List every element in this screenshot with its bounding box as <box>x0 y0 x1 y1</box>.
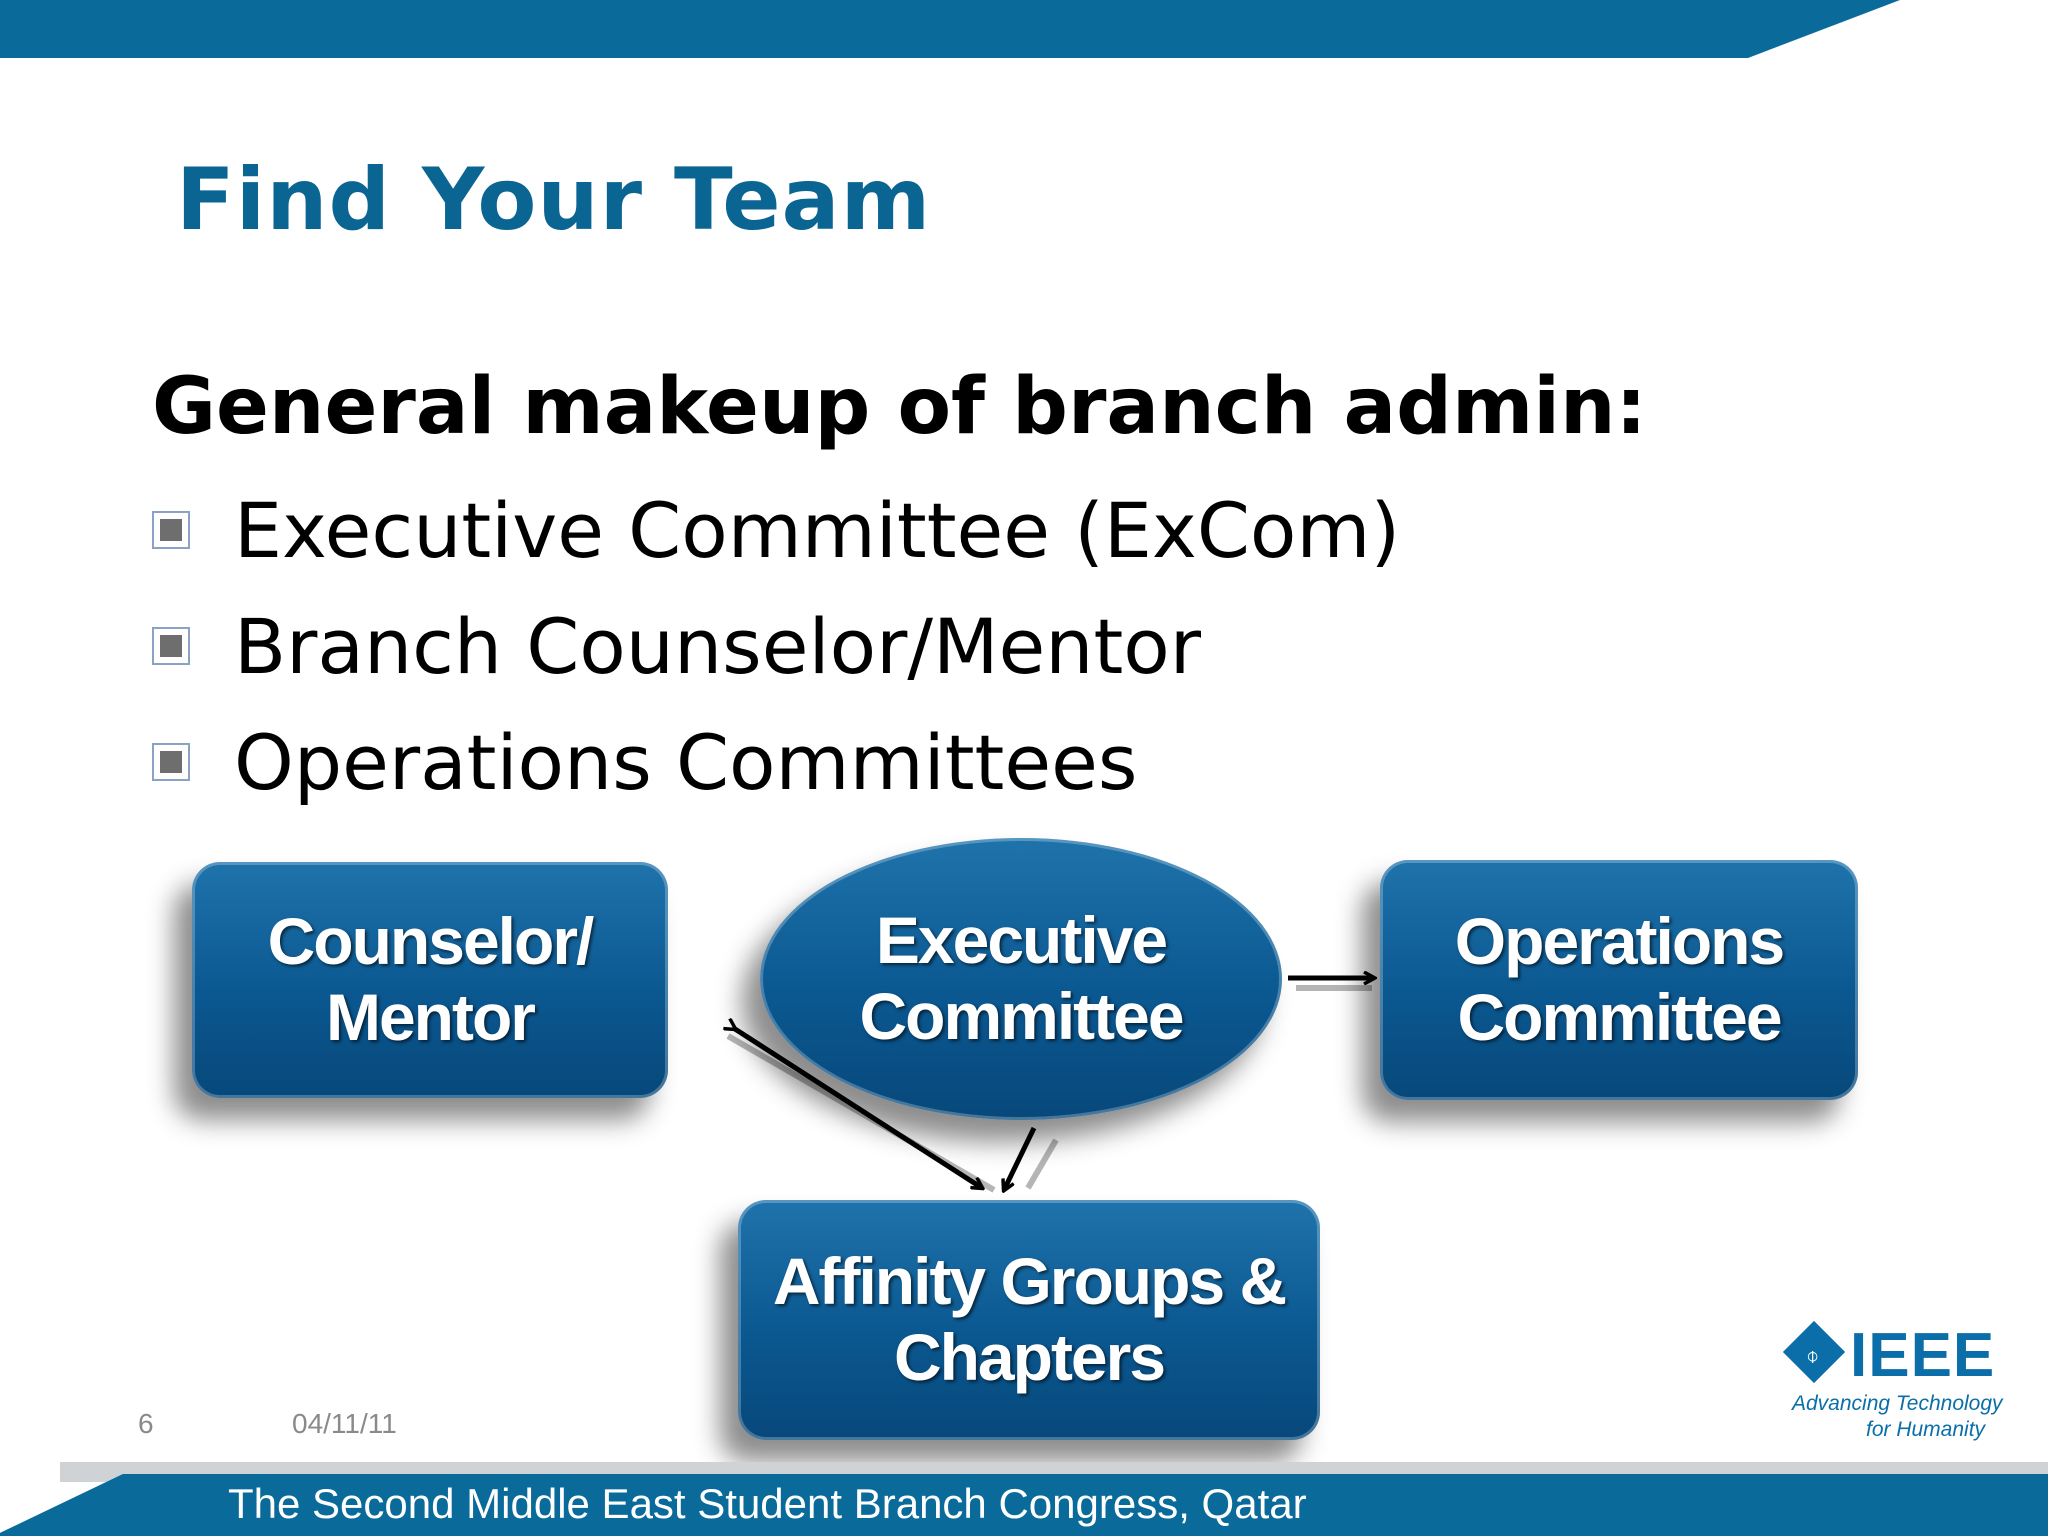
slide-date: 04/11/11 <box>292 1408 397 1439</box>
bullet-item: Branch Counselor/Mentor <box>152 588 1400 704</box>
footer-text: The Second Middle East Student Branch Co… <box>228 1480 1307 1527</box>
bullet-text: Branch Counselor/Mentor <box>234 601 1201 691</box>
square-bullet-icon <box>152 743 190 781</box>
node-label-line: Committee <box>859 979 1184 1053</box>
node-label-line: Mentor <box>326 980 536 1054</box>
arrow-executive-affinity <box>1004 1126 1037 1190</box>
ieee-logo: ⌽ IEEE Advancing Technology for Humanity <box>1782 1320 2006 1444</box>
bullet-text: Operations Committees <box>234 717 1138 807</box>
bullet-item: Executive Committee (ExCom) <box>152 472 1400 588</box>
ieee-kite-icon: ⌽ <box>1806 1344 1820 1369</box>
bullet-text: Executive Committee (ExCom) <box>234 485 1401 575</box>
node-label-line: Operations <box>1454 904 1785 979</box>
slide-subtitle: General makeup of branch admin: <box>152 362 1647 452</box>
bullet-list: Executive Committee (ExCom) Branch Couns… <box>152 472 1400 820</box>
node-label-line: Counselor/ <box>267 904 595 979</box>
slide-number: 6 <box>138 1408 154 1439</box>
logo-tagline: for Humanity <box>1866 1418 1986 1441</box>
node-label-line: Committee <box>1457 980 1782 1054</box>
footer-banner <box>0 1474 2048 1536</box>
node-affinity-groups: Affinity Groups & Chapters <box>738 1200 1320 1440</box>
square-bullet-icon <box>152 627 190 665</box>
bullet-item: Operations Committees <box>152 704 1400 820</box>
square-bullet-icon <box>152 511 190 549</box>
logo-wordmark: IEEE <box>1850 1321 1996 1390</box>
top-banner <box>0 0 1900 58</box>
node-executive-committee: Executive Committee <box>760 838 1282 1120</box>
node-label-line: Executive <box>875 903 1168 978</box>
node-label-line: Affinity Groups & <box>772 1244 1287 1319</box>
node-counselor-mentor: Counselor/ Mentor <box>192 862 668 1098</box>
logo-tagline: Advancing Technology <box>1792 1392 2003 1415</box>
node-operations-committee: Operations Committee <box>1380 860 1858 1100</box>
slide-title: Find Your Team <box>176 150 932 250</box>
node-label-line: Chapters <box>893 1320 1166 1394</box>
